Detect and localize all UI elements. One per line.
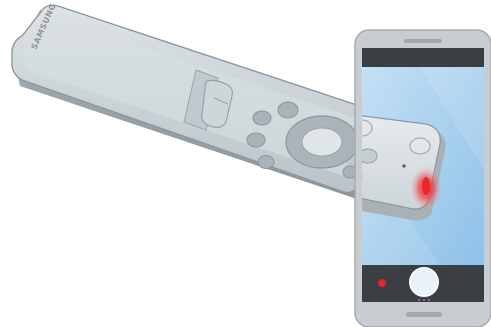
remote-button-power	[278, 102, 298, 118]
camera-top-bar	[362, 48, 484, 67]
nav-center-button	[302, 128, 342, 156]
record-indicator[interactable]	[378, 279, 386, 287]
remote-control: SAMSUNG	[12, 2, 372, 200]
remote-button-voice	[253, 111, 271, 125]
remote-button-home	[258, 156, 274, 169]
phone-earpiece	[404, 39, 442, 43]
phone-home-indicator	[406, 312, 442, 317]
remote-button-back	[247, 133, 265, 147]
shutter-button[interactable]	[410, 268, 438, 296]
ir-emitter	[422, 177, 430, 195]
